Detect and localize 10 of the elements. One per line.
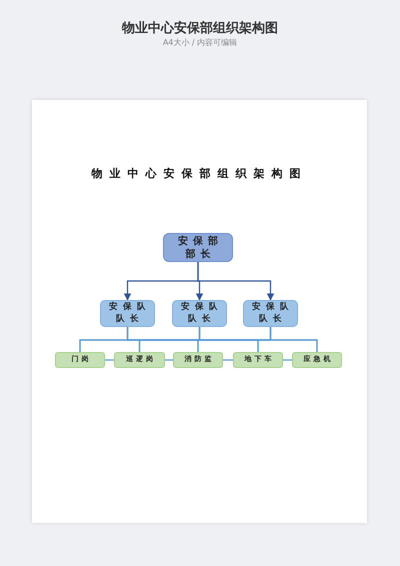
team-leader-box: 安保队队长	[172, 300, 227, 327]
team-leader-box: 安保队队长	[243, 300, 298, 327]
diagram-heading: 物业中心安保部组织架构图	[90, 166, 308, 181]
department-box: 安保部部长	[163, 233, 233, 262]
connector-line	[270, 327, 318, 352]
connector-line	[223, 359, 233, 361]
arrow	[197, 262, 274, 301]
subtitle: A4大小 / 内容可编辑	[162, 37, 238, 48]
page-title: 物业中心安保部组织架构图	[120, 20, 279, 37]
team-leader-box: 安保队队长	[100, 300, 155, 327]
